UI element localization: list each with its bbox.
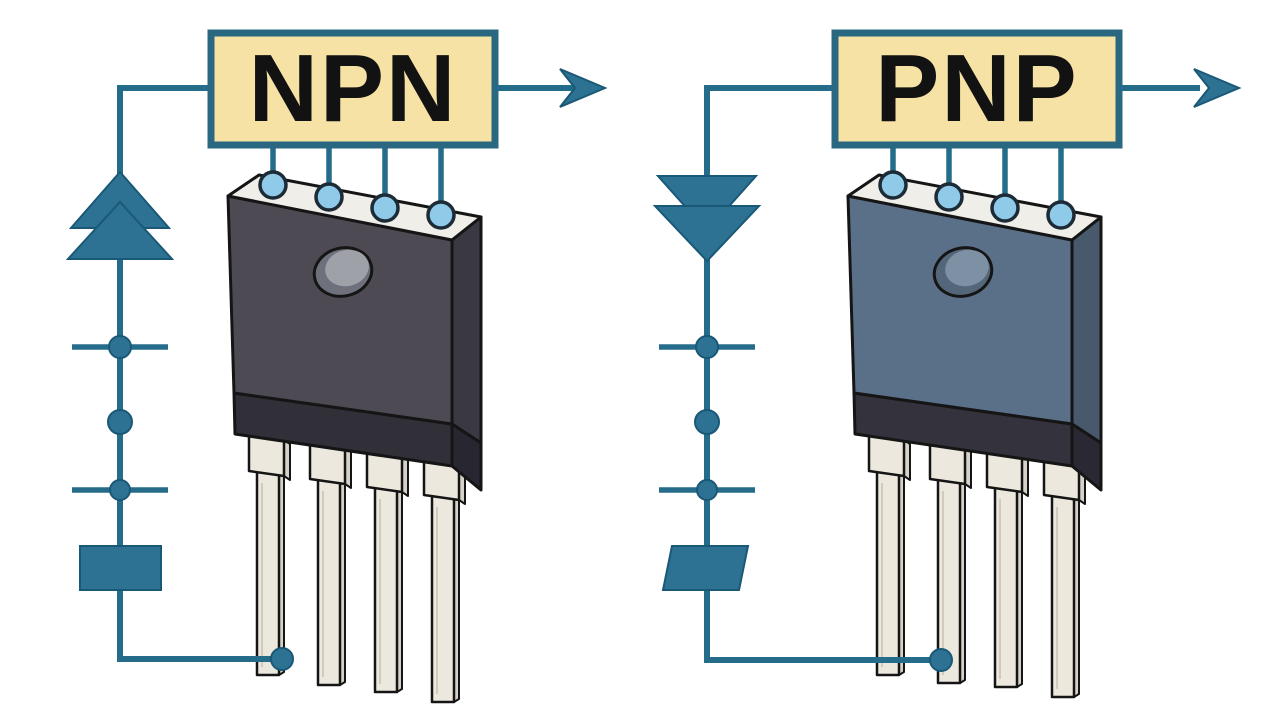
right-arrow-icon <box>1193 68 1242 108</box>
rail-node-dot <box>107 409 133 435</box>
npn-section: NPN <box>65 29 608 704</box>
pin-contact-dot <box>878 170 908 200</box>
pnp-label-box: PNP <box>831 29 1123 149</box>
pin-contact-dot <box>258 170 288 200</box>
transistor-leg-pin <box>1050 487 1076 699</box>
pin-contact-dot <box>934 182 964 212</box>
rail-node-dot <box>694 409 720 435</box>
npn-box <box>207 29 499 149</box>
npn-label-box: NPN <box>207 29 499 149</box>
pnp-pin-contacts <box>878 170 1076 230</box>
pnp-wire-terminal-dot <box>929 648 953 672</box>
pnp-rail-nodes <box>659 335 755 501</box>
pnp-package-legs <box>867 433 1086 699</box>
pnp-label: PNP <box>875 35 1078 142</box>
transistor-leg-pin <box>316 471 342 687</box>
npn-flow-rail <box>65 85 294 671</box>
transistor-leg-pin <box>993 479 1019 689</box>
right-arrow-icon <box>559 68 608 108</box>
npn-supply-wire <box>117 85 282 662</box>
npn-wire-terminal-dot <box>270 647 294 671</box>
transistor-leg-pin <box>430 487 456 704</box>
rail-node-dot <box>108 335 132 359</box>
transistor-leg-pin <box>875 463 901 677</box>
pnp-output-arrow <box>1119 68 1242 108</box>
pnp-supply-wire <box>704 85 941 663</box>
pin-contact-dot <box>426 200 456 230</box>
rail-node-dot <box>696 479 718 501</box>
npn-label: NPN <box>249 35 458 142</box>
npn-pin-contacts <box>258 170 456 230</box>
pnp-flow-rail <box>652 85 953 672</box>
pin-contact-dot <box>1046 200 1076 230</box>
pnp-source-parallelogram <box>661 545 750 591</box>
transistor-leg-pin <box>373 479 399 694</box>
pin-contact-dot <box>990 193 1020 223</box>
npn-output-arrow <box>495 68 608 108</box>
transistor-leg-pin <box>255 463 281 677</box>
pnp-box <box>831 29 1123 149</box>
rail-node-dot <box>695 335 719 359</box>
rail-node-dot <box>109 479 131 501</box>
pin-contact-dot <box>370 193 400 223</box>
npn-rail-nodes <box>72 335 168 501</box>
npn-package-legs <box>247 433 466 704</box>
double-arrow-down-icon <box>655 175 759 233</box>
double-arrow-up-icon <box>65 200 175 260</box>
pin-contact-dot <box>314 182 344 212</box>
double-arrow-down-icon <box>652 205 762 263</box>
pnp-section: PNP <box>652 29 1242 699</box>
npn-source-rectangle <box>79 545 162 591</box>
